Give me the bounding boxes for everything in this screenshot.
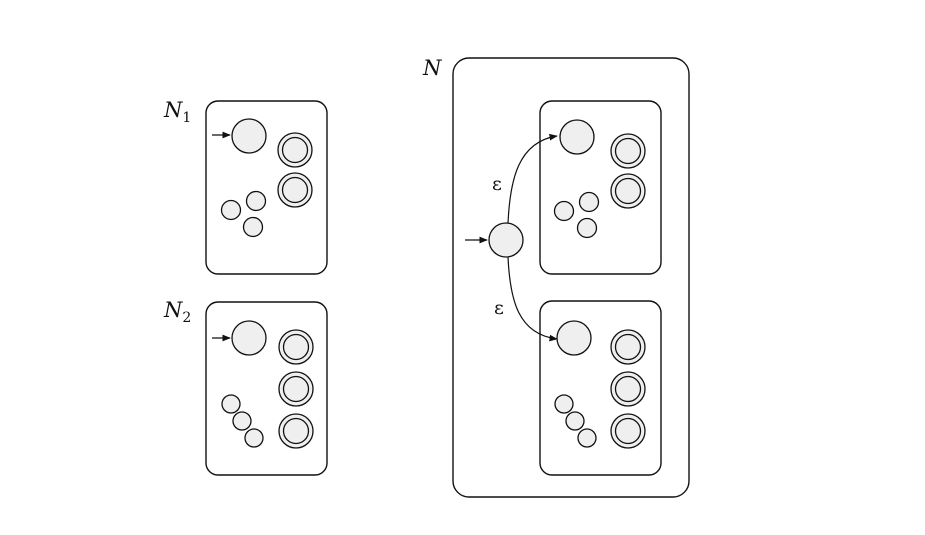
n-inner-n1-accept-state-1 bbox=[610, 133, 646, 169]
n-inner-n1-accept-state-2 bbox=[610, 173, 646, 209]
n1-accept-state-1 bbox=[277, 132, 313, 168]
n-inner-n2-accept-state-3 bbox=[610, 413, 646, 449]
n-inner-n1 bbox=[539, 100, 662, 275]
n1-state-c bbox=[242, 216, 264, 238]
n-inner-n1-start-state bbox=[559, 119, 595, 155]
n-inner-n2-state-b bbox=[565, 411, 585, 431]
n-inner-n1-state-a bbox=[553, 200, 575, 222]
n2-state-a bbox=[221, 394, 241, 414]
n-inner-n2-start-state bbox=[556, 320, 592, 356]
n2-label: N2 bbox=[163, 298, 191, 326]
epsilon-transition-top bbox=[507, 133, 558, 224]
n-inner-n2-accept-state-1 bbox=[610, 329, 646, 365]
n-inner-n2-box bbox=[539, 300, 662, 476]
n1-accept-state-2 bbox=[277, 172, 313, 208]
n1-label-index: 1 bbox=[182, 110, 191, 126]
n-inner-n1-box bbox=[539, 100, 662, 275]
n2-label-letter: N bbox=[163, 298, 183, 322]
n-inner-n2-accept-state-2 bbox=[610, 371, 646, 407]
n2-box bbox=[205, 301, 328, 476]
n-new-start-state bbox=[488, 222, 524, 258]
n-inner-n1-state-c bbox=[576, 217, 598, 239]
n-inner-n1-state-b bbox=[578, 191, 600, 213]
n-inner-n2-state-a bbox=[554, 394, 574, 414]
n2-accept-state-3 bbox=[278, 413, 314, 449]
epsilon-label-top: ε bbox=[492, 173, 502, 195]
n2-state-c bbox=[244, 428, 264, 448]
n1-label: N1 bbox=[163, 98, 191, 126]
nfa-n-union: N ε ε bbox=[422, 56, 690, 498]
nfa-n1: N1 bbox=[163, 98, 328, 275]
n-inner-n2 bbox=[539, 300, 662, 476]
n2-state-b bbox=[232, 411, 252, 431]
n1-state-b bbox=[245, 190, 267, 212]
n2-label-index: 2 bbox=[182, 310, 191, 326]
n2-accept-state-1 bbox=[278, 329, 314, 365]
nfa-n2: N2 bbox=[163, 298, 328, 476]
epsilon-transition-bottom bbox=[507, 256, 558, 342]
n1-box bbox=[205, 100, 328, 275]
n-inner-n2-state-c bbox=[577, 428, 597, 448]
n2-start-state bbox=[231, 320, 267, 356]
n1-label-letter: N bbox=[163, 98, 183, 122]
n-label: N bbox=[422, 56, 442, 80]
n1-start-state bbox=[231, 118, 267, 154]
n1-state-a bbox=[220, 199, 242, 221]
epsilon-label-bottom: ε bbox=[494, 297, 504, 319]
n-outer-box bbox=[452, 57, 690, 498]
n2-accept-state-2 bbox=[278, 371, 314, 407]
